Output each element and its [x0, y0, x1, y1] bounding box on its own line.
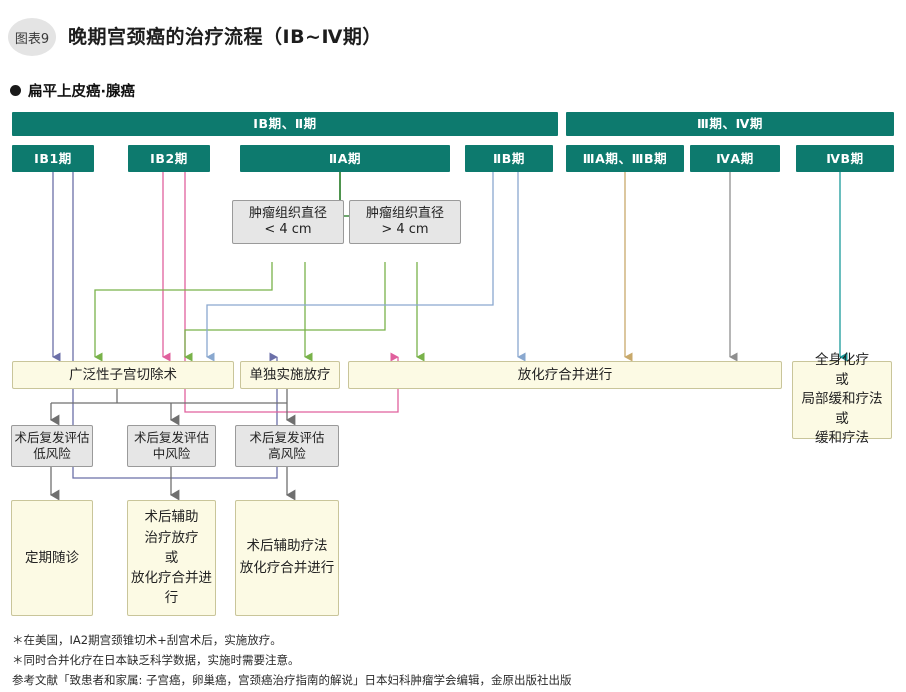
footnote-1: ＊在美国，ⅠA2期宫颈锥切术+刮宫术后，实施放疗。 [12, 633, 282, 647]
subtitle-label: 扁平上皮癌·腺癌 [28, 84, 136, 100]
stage-box-ib2[interactable]: ⅠB2期 [128, 145, 210, 172]
stage-box-iib[interactable]: ⅡB期 [465, 145, 553, 172]
treatment-box-chemoradiation[interactable]: 放化疗合并进行 [348, 361, 782, 389]
title-row: 图表9 晚期宫颈癌的治疗流程（ⅠB~Ⅳ期） [0, 18, 906, 58]
outcome-box-adjuvant-chemoradiation[interactable]: 术后辅助疗法 放化疗合并进行 [235, 500, 339, 616]
outcome-box-adjuvant-radiotherapy[interactable]: 术后辅助 治疗放疗 或 放化疗合并进行 [127, 500, 216, 616]
page-title: 晚期宫颈癌的治疗流程（ⅠB~Ⅳ期） [68, 26, 382, 48]
risk-box-high[interactable]: 术后复发评估 高风险 [235, 425, 339, 467]
decision-box-tumor-lt-4cm[interactable]: 肿瘤组织直径 < 4 cm [232, 200, 344, 244]
footnote-2: ＊同时合并化疗在日本缺乏科学数据，实施时需要注意。 [12, 653, 300, 668]
group-header-ib-ii: ⅠB期、Ⅱ期 [12, 112, 558, 136]
stage-box-iva[interactable]: ⅣA期 [690, 145, 780, 172]
risk-box-mid[interactable]: 术后复发评估 中风险 [127, 425, 216, 467]
risk-box-low[interactable]: 术后复发评估 低风险 [11, 425, 93, 467]
subtitle-row: 扁平上皮癌·腺癌 [10, 80, 135, 101]
footnotes: ＊在美国，ⅠA2期宫颈锥切术+刮宫术后，实施放疗。 ＊同时合并化疗在日本缺乏科学… [12, 630, 902, 692]
figure-badge: 图表9 [8, 18, 56, 56]
group-header-iii-iv: Ⅲ期、Ⅳ期 [566, 112, 894, 136]
treatment-box-systemic-palliative[interactable]: 全身化疗 或 局部缓和疗法 或 缓和疗法 [792, 352, 892, 446]
reference-line: 参考文献「致患者和家属: 子宫癌，卵巢癌，宫颈癌治疗指南的解说」日本妇科肿瘤学会… [12, 673, 572, 688]
stage-box-iia[interactable]: ⅡA期 [240, 145, 450, 172]
stage-box-ib1[interactable]: ⅠB1期 [12, 145, 94, 172]
treatment-box-radical-hysterectomy[interactable]: 广泛性子宫切除术 [12, 361, 234, 389]
stage-box-iiia-iiib[interactable]: ⅢA期、ⅢB期 [566, 145, 684, 172]
outcome-box-followup[interactable]: 定期随诊 [11, 500, 93, 616]
bullet-icon [10, 85, 21, 96]
treatment-box-radiotherapy-alone[interactable]: 单独实施放疗 [240, 361, 340, 389]
decision-box-tumor-gt-4cm[interactable]: 肿瘤组织直径 > 4 cm [349, 200, 461, 244]
stage-box-ivb[interactable]: ⅣB期 [796, 145, 894, 172]
